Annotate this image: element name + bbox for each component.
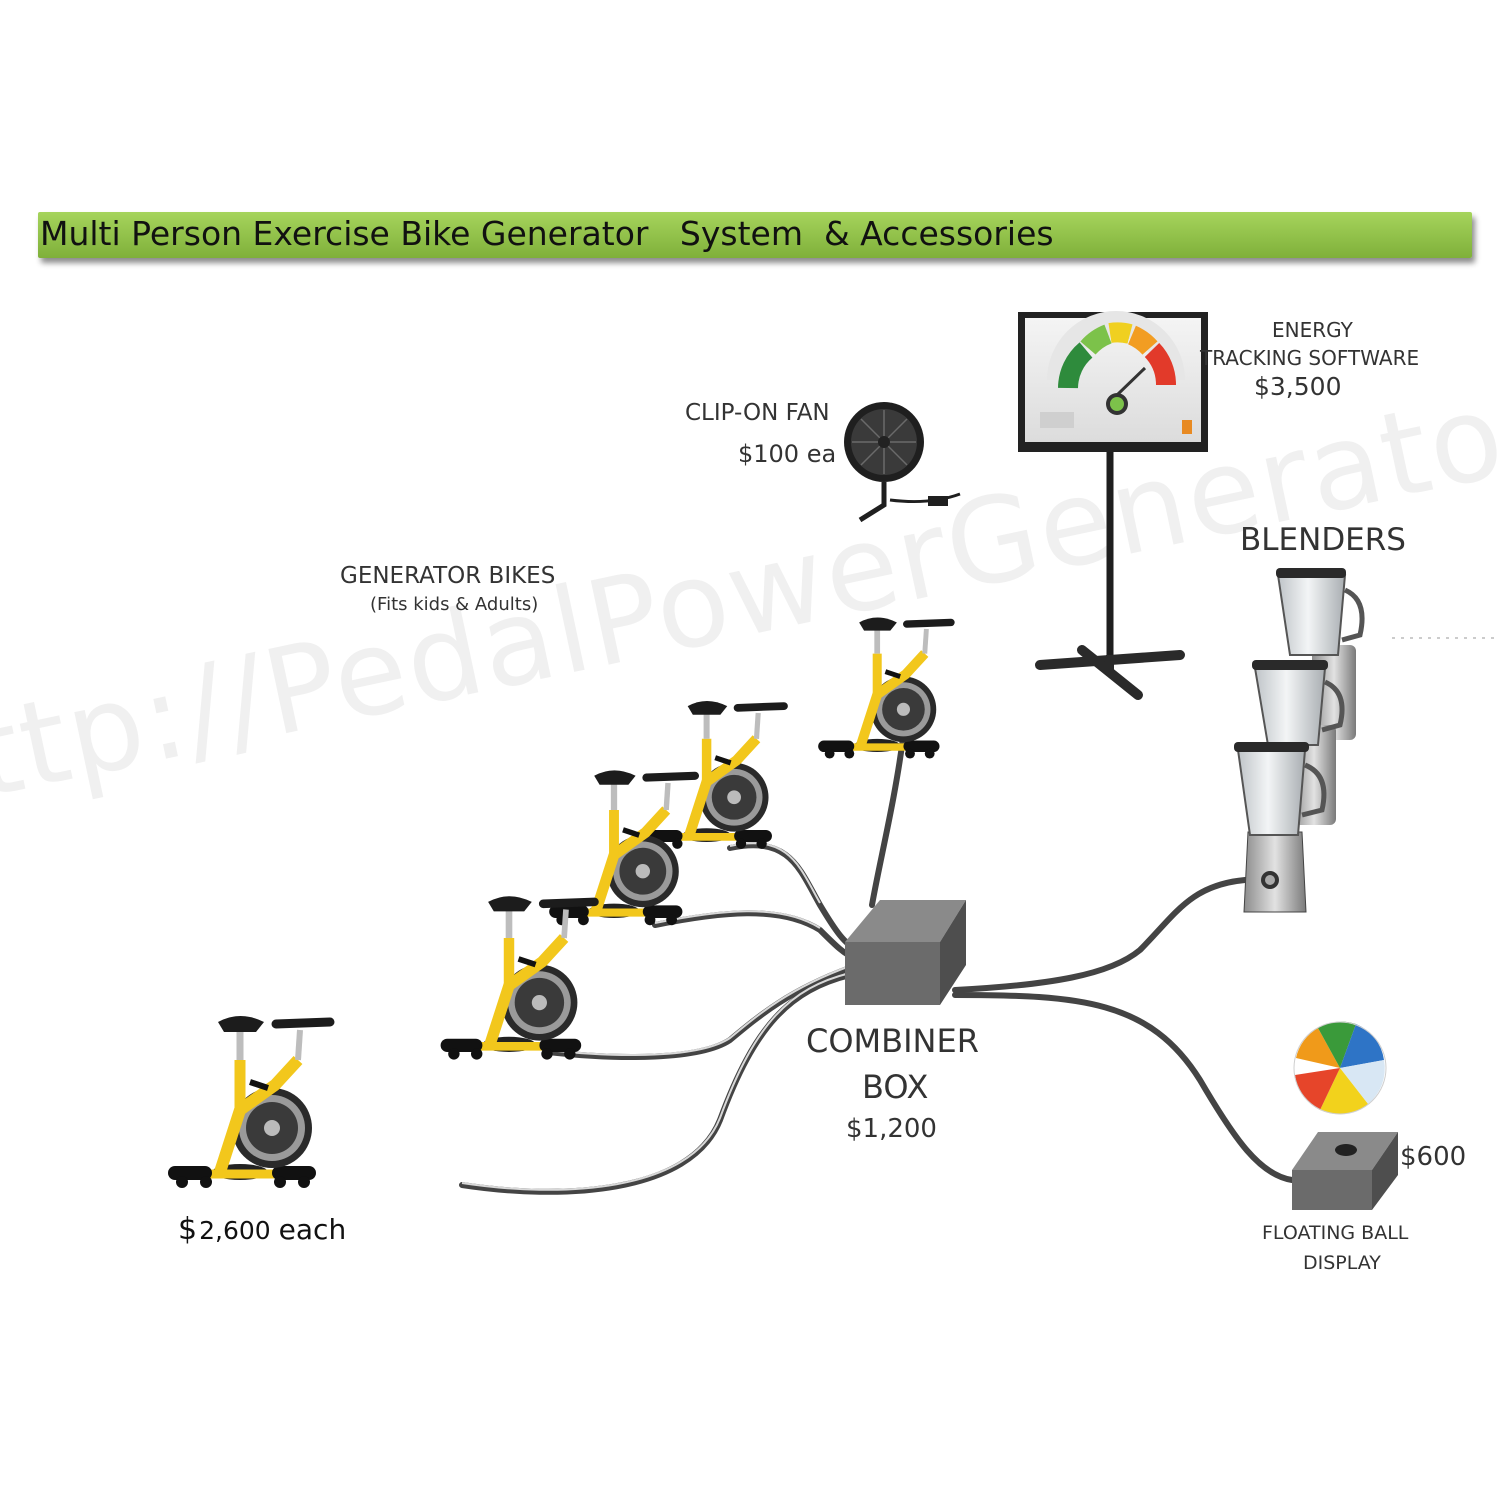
generator-bike-1	[168, 1016, 330, 1188]
software-label-line1: ENERGY	[1272, 318, 1353, 342]
tracking-software-monitor	[1018, 311, 1208, 700]
ball-display-label-line2: DISPLAY	[1303, 1252, 1381, 1274]
software-label-line2: TRACKING SOFTWARE	[1200, 346, 1420, 370]
clip-on-fan	[844, 402, 961, 523]
bikes-price-suffix: each	[278, 1213, 347, 1246]
blenders-label: BLENDERS	[1240, 522, 1406, 558]
ball-display-label-line1: FLOATING BALL	[1262, 1222, 1409, 1244]
fan-price: $100 ea	[738, 440, 837, 468]
combiner-box	[845, 900, 966, 1005]
diagram-title: Multi Person Exercise Bike Generator Sys…	[40, 214, 1054, 253]
generator-bike-2	[441, 896, 595, 1059]
generator-bike-5	[818, 618, 951, 759]
beach-ball	[1293, 1021, 1387, 1115]
fan-label: CLIP-ON FAN	[685, 400, 830, 426]
bikes-label: GENERATOR BIKES	[340, 563, 556, 589]
blenders	[1234, 568, 1500, 913]
cable-blender	[952, 877, 1248, 993]
ball-display-price: $600	[1400, 1142, 1467, 1172]
cable-ball-display	[952, 992, 1295, 1183]
bikes-note: (Fits kids & Adults)	[370, 594, 539, 615]
combiner-label-line1: COMBINER	[806, 1022, 979, 1060]
software-price: $3,500	[1254, 372, 1342, 401]
combiner-price: $1,200	[846, 1114, 937, 1144]
cable-bike-2	[545, 965, 853, 1060]
cable-bike-3	[652, 910, 858, 961]
cable-bike-5	[869, 735, 906, 908]
title-bar	[38, 212, 1472, 258]
combiner-label-line2: BOX	[862, 1068, 929, 1106]
blender-front	[1234, 742, 1327, 913]
floating-ball-display-box	[1292, 1132, 1398, 1210]
bikes-price-value: 2,600	[199, 1216, 271, 1245]
bikes-price-symbol: $	[178, 1212, 198, 1247]
